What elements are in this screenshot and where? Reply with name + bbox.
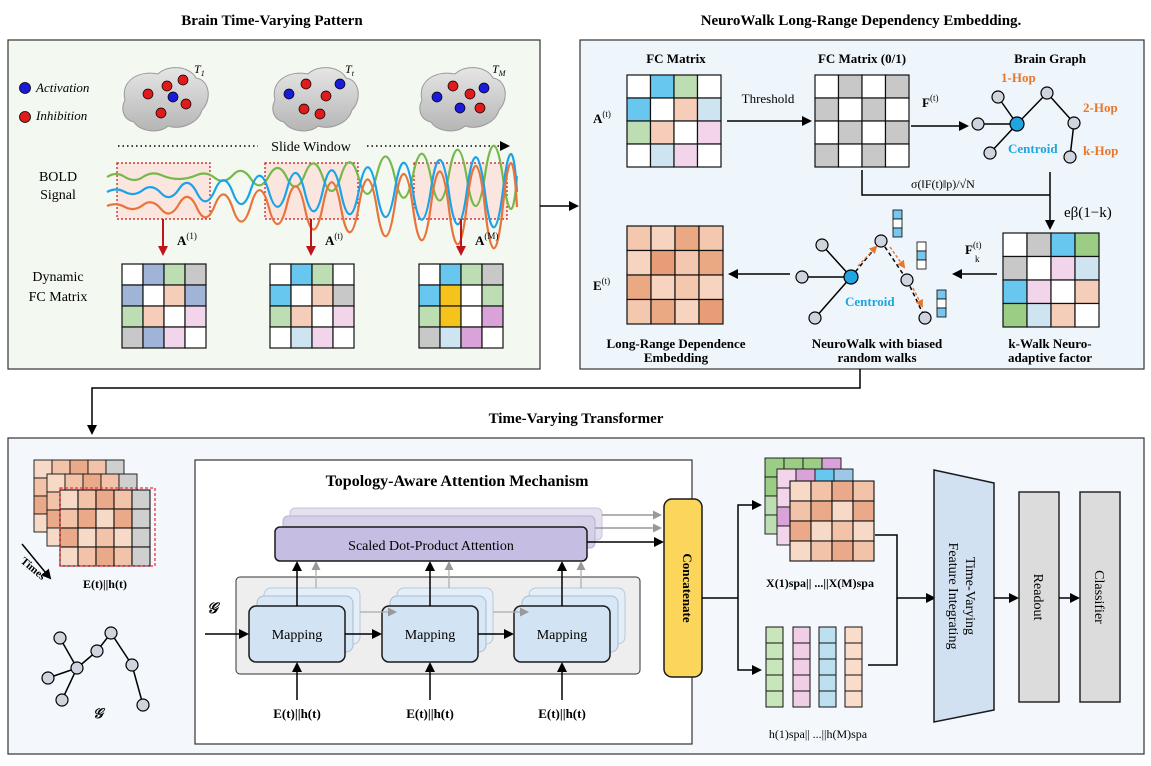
classifier-label: Classifier — [1091, 570, 1106, 624]
hop2-label: 2-Hop — [1083, 100, 1118, 115]
slide-window-label: Slide Window — [271, 140, 352, 155]
fc-label-line2: FC Matrix — [29, 290, 88, 305]
exp-formula: eβ(1−k) — [1064, 205, 1112, 221]
sdpa-label: Scaled Dot-Product Attention — [348, 539, 514, 554]
t1-label: T1 — [194, 62, 205, 78]
legend: Activation Inhibition — [19, 80, 89, 123]
hopk-label: k-Hop — [1083, 143, 1118, 158]
nw-label-line1: NeuroWalk with biased — [812, 336, 943, 351]
fk-label: F(t) — [965, 240, 981, 257]
input-label: E(t)||h(t) — [83, 577, 127, 591]
dynamic-fc-matrix-1 — [121, 263, 207, 349]
tvfi-label-line1: Time-Varying — [962, 557, 977, 635]
legend-inhibition: Inhibition — [35, 108, 87, 123]
fc-label-line1: Dynamic — [32, 270, 83, 285]
fc-binary-matrix — [814, 74, 910, 168]
formula-connector — [861, 170, 1050, 196]
x-to-tvfi-arrow — [875, 534, 936, 603]
h-spa-label: h(1)spa|| ...||h(M)spa — [769, 727, 868, 741]
brain-graph-title: Brain Graph — [1014, 51, 1087, 66]
input-label-3: E(t)||h(t) — [538, 706, 586, 721]
input-stack-front — [59, 489, 151, 567]
mapping-group-1: Mapping — [248, 587, 361, 663]
dynamic-fc-matrix-m — [418, 263, 504, 349]
mapping-label-1: Mapping — [272, 628, 323, 643]
signal-window-m — [413, 162, 508, 220]
mapping-label-3: Mapping — [537, 628, 588, 643]
fk-sub: k — [975, 254, 980, 264]
kw-label-line2: adaptive factor — [1008, 350, 1092, 365]
brain-icon-tm — [419, 67, 506, 132]
concatenate-label: Concatenate — [680, 553, 695, 623]
tvfi-block — [933, 469, 995, 723]
concat-to-x-arrow — [737, 500, 762, 598]
concat-to-h-arrow — [737, 598, 762, 675]
nw-label-line2: random walks — [837, 350, 916, 365]
g-input-label: 𝒢 — [207, 601, 221, 617]
fc-matrix-title: FC Matrix — [646, 51, 706, 66]
attention-title: Topology-Aware Attention Mechanism — [326, 473, 589, 490]
h-spa-vectors — [765, 626, 863, 708]
bold-signal-green — [106, 144, 519, 211]
kw-label-line1: k-Walk Neuro- — [1008, 336, 1091, 351]
graph-g-label: 𝒢 — [93, 707, 106, 722]
at-label: A(t) — [325, 231, 343, 248]
fc-binary-title: FC Matrix (0/1) — [818, 51, 906, 66]
threshold-label: Threshold — [742, 91, 795, 106]
h-to-tvfi-line — [868, 598, 898, 666]
transformer-title: Time-Varying Transformer — [489, 411, 664, 427]
e-matrix-label: E(t) — [593, 276, 610, 293]
input-stack-highlight — [59, 487, 156, 567]
input-label-1: E(t)||h(t) — [273, 706, 321, 721]
readout-label: Readout — [1030, 574, 1045, 621]
concatenate-box — [663, 498, 703, 678]
centroid-label-graph: Centroid — [1008, 141, 1058, 156]
x-spa-stack-front — [789, 480, 875, 562]
embedding-matrix — [626, 225, 724, 325]
hop1-label: 1-Hop — [1001, 70, 1036, 85]
tt-label: Tt — [345, 62, 355, 78]
legend-activation: Activation — [35, 80, 89, 95]
brain-pattern-title: Brain Time-Varying Pattern — [181, 13, 363, 29]
centroid-label-walk: Centroid — [845, 294, 895, 309]
am-label: A(M) — [475, 231, 498, 248]
bold-label-line2: Signal — [40, 188, 76, 203]
neurowalk-graph — [795, 209, 947, 325]
dynamic-fc-matrix-t — [269, 263, 355, 349]
f-label: F(t) — [922, 93, 938, 110]
inhibition-dot-icon — [19, 111, 31, 123]
neurowalk-title: NeuroWalk Long-Range Dependency Embeddin… — [701, 13, 1022, 29]
brain-graph — [971, 86, 1081, 164]
a-matrix-label: A(t) — [593, 109, 611, 126]
activation-dot-icon — [19, 82, 31, 94]
brain-icon-t1 — [122, 67, 209, 132]
mapping-group-2: Mapping — [381, 587, 494, 663]
tm-label: TM — [492, 62, 507, 78]
classifier-block — [1079, 491, 1121, 703]
x-spa-label: X(1)spa|| ...||X(M)spa — [766, 576, 874, 590]
graph-g — [41, 626, 150, 712]
mapping-label-2: Mapping — [405, 628, 456, 643]
a1-label: A(1) — [177, 231, 197, 248]
readout-block — [1018, 491, 1060, 703]
mapping-group-3: Mapping — [513, 587, 626, 663]
bold-signal-orange — [106, 162, 519, 250]
lrd-label-line2: Embedding — [644, 350, 709, 365]
tvfi-label-line2: Feature Integrating — [945, 543, 960, 650]
centroid-node — [1009, 116, 1025, 132]
fc-matrix — [626, 74, 722, 168]
brain-icon-tt — [272, 67, 359, 132]
sigma-formula: σ(‖F(t)‖p)/√N — [911, 177, 975, 191]
bold-label-line1: BOLD — [39, 170, 77, 185]
lrd-label-line1: Long-Range Dependence — [606, 336, 745, 351]
k-walk-matrix — [1002, 232, 1100, 328]
input-label-2: E(t)||h(t) — [406, 706, 454, 721]
times-arrow — [21, 543, 52, 580]
bold-signal-blue — [106, 153, 519, 229]
panel2-to-panel3-arrow — [87, 369, 861, 435]
